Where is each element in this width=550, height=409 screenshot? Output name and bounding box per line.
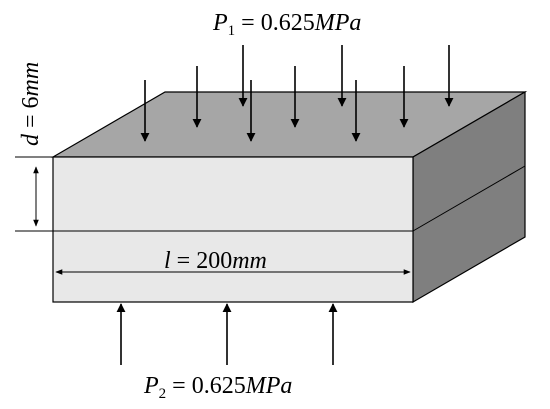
length-label: l = 200mm — [164, 248, 267, 274]
top-pressure-arrows — [140, 45, 454, 142]
layer-interface-side — [412, 165, 526, 232]
top-load-label: P1 = 0.625MPa — [212, 10, 361, 39]
thickness-label: d = 6mm — [18, 62, 44, 146]
plate-front-face — [52, 156, 414, 303]
bottom-load-label: P2 = 0.625MPa — [143, 373, 292, 402]
bottom-pressure-arrows — [116, 303, 338, 365]
